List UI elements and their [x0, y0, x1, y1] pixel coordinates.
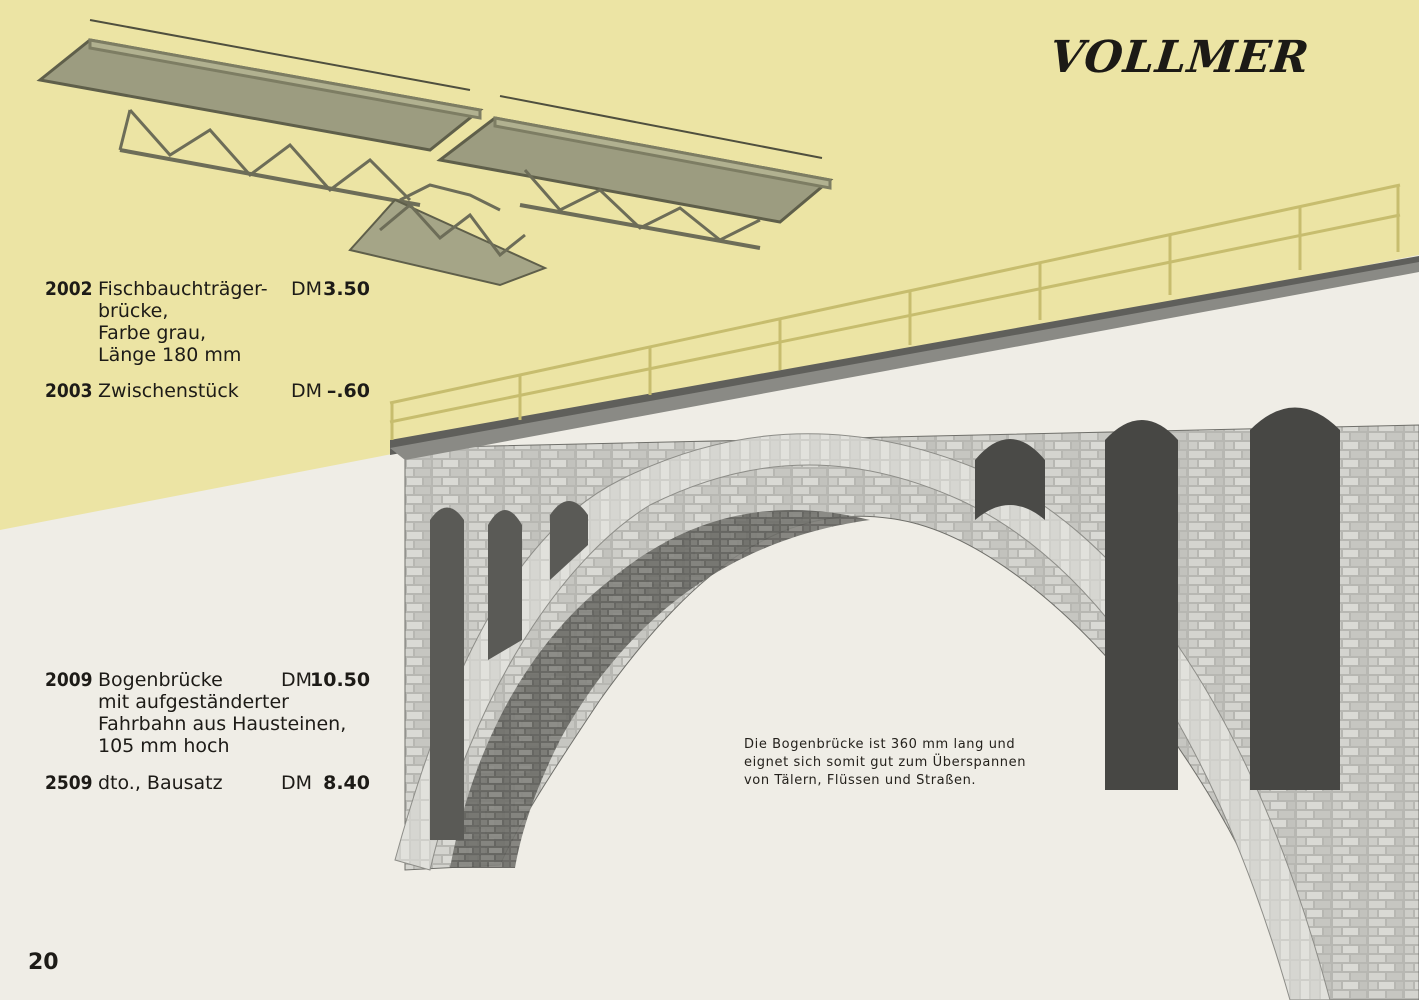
- price-currency: DM: [291, 278, 323, 300]
- product-entry-2009: 2009 Bogenbrücke mit aufgeständerter Fah…: [45, 669, 375, 765]
- product-description: Bogenbrücke mit aufgeständerter Fahrbahn…: [98, 669, 346, 757]
- price-currency: DM: [281, 669, 313, 691]
- description-line: Bogenbrücke: [98, 669, 223, 691]
- description-line: Farbe grau,: [98, 322, 207, 344]
- page-number: 20: [28, 950, 59, 975]
- product-entry-2509: 2509 dto., Bausatz DM 8.40: [45, 772, 375, 796]
- description-line: mit aufgeständerter: [98, 691, 289, 713]
- arch-bridge-illustration: [389, 183, 1419, 1000]
- product-price: –.60: [326, 380, 370, 402]
- product-number: 2002: [45, 278, 93, 300]
- product-price: 8.40: [323, 772, 370, 794]
- product-description: Fischbauchträger- brücke, Farbe grau, Lä…: [98, 278, 268, 366]
- product-entry-2002: 2002 Fischbauchträger- brücke, Farbe gra…: [45, 278, 375, 374]
- brand-logo: VOLLMER: [1047, 32, 1313, 83]
- product-description: Zwischenstück: [98, 380, 239, 402]
- truss-bridge-illustration: [36, 19, 834, 287]
- product-price: 3.50: [323, 278, 370, 300]
- bridge-caption: Die Bogenbrücke ist 360 mm lang und eign…: [744, 736, 1064, 790]
- description-line: brücke,: [98, 300, 169, 322]
- product-number: 2009: [45, 669, 93, 691]
- product-price: 10.50: [310, 669, 371, 691]
- description-line: Fahrbahn aus Hausteinen,: [98, 713, 347, 735]
- price-currency: DM: [291, 380, 323, 402]
- description-line: dto., Bausatz: [98, 772, 223, 794]
- product-description: dto., Bausatz: [98, 772, 223, 794]
- product-entry-2003: 2003 Zwischenstück DM –.60: [45, 380, 375, 404]
- description-line: Länge 180 mm: [98, 344, 242, 366]
- product-number: 2509: [45, 772, 93, 794]
- description-line: Fischbauchträger-: [98, 278, 268, 300]
- description-line: Zwischenstück: [98, 380, 239, 402]
- description-line: 105 mm hoch: [98, 735, 230, 757]
- caption-line: Die Bogenbrücke ist 360 mm lang und: [744, 737, 1016, 752]
- product-number: 2003: [45, 380, 93, 402]
- price-currency: DM: [281, 772, 313, 794]
- caption-line: von Tälern, Flüssen und Straßen.: [744, 773, 977, 788]
- caption-line: eignet sich somit gut zum Überspannen: [744, 755, 1027, 770]
